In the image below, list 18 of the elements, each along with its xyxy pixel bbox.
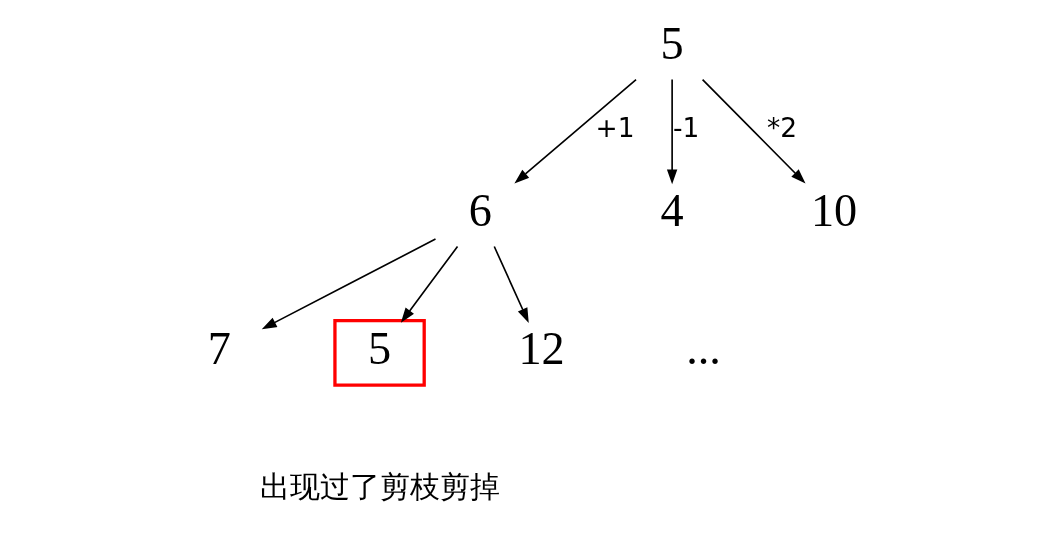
node-text: 10 [810,184,858,236]
node-text: 4 [660,184,684,236]
arrow [666,78,678,185]
node-box: 5 [333,319,426,387]
node-label: 出现过了剪枝剪掉 [259,469,500,503]
arrow [493,245,529,323]
node-text: 12 [518,323,565,375]
node-text: 6 [468,184,492,236]
arrow [400,245,459,323]
node-text: 7 [207,323,231,375]
label: ... [686,323,721,375]
arrow [514,78,637,184]
node-text: 5 [660,17,684,69]
edge-label: -1 [672,111,700,143]
edge-label: +1 [595,111,635,143]
arrow [701,78,806,184]
edge-label: *2 [767,111,798,143]
arrow [261,238,437,330]
